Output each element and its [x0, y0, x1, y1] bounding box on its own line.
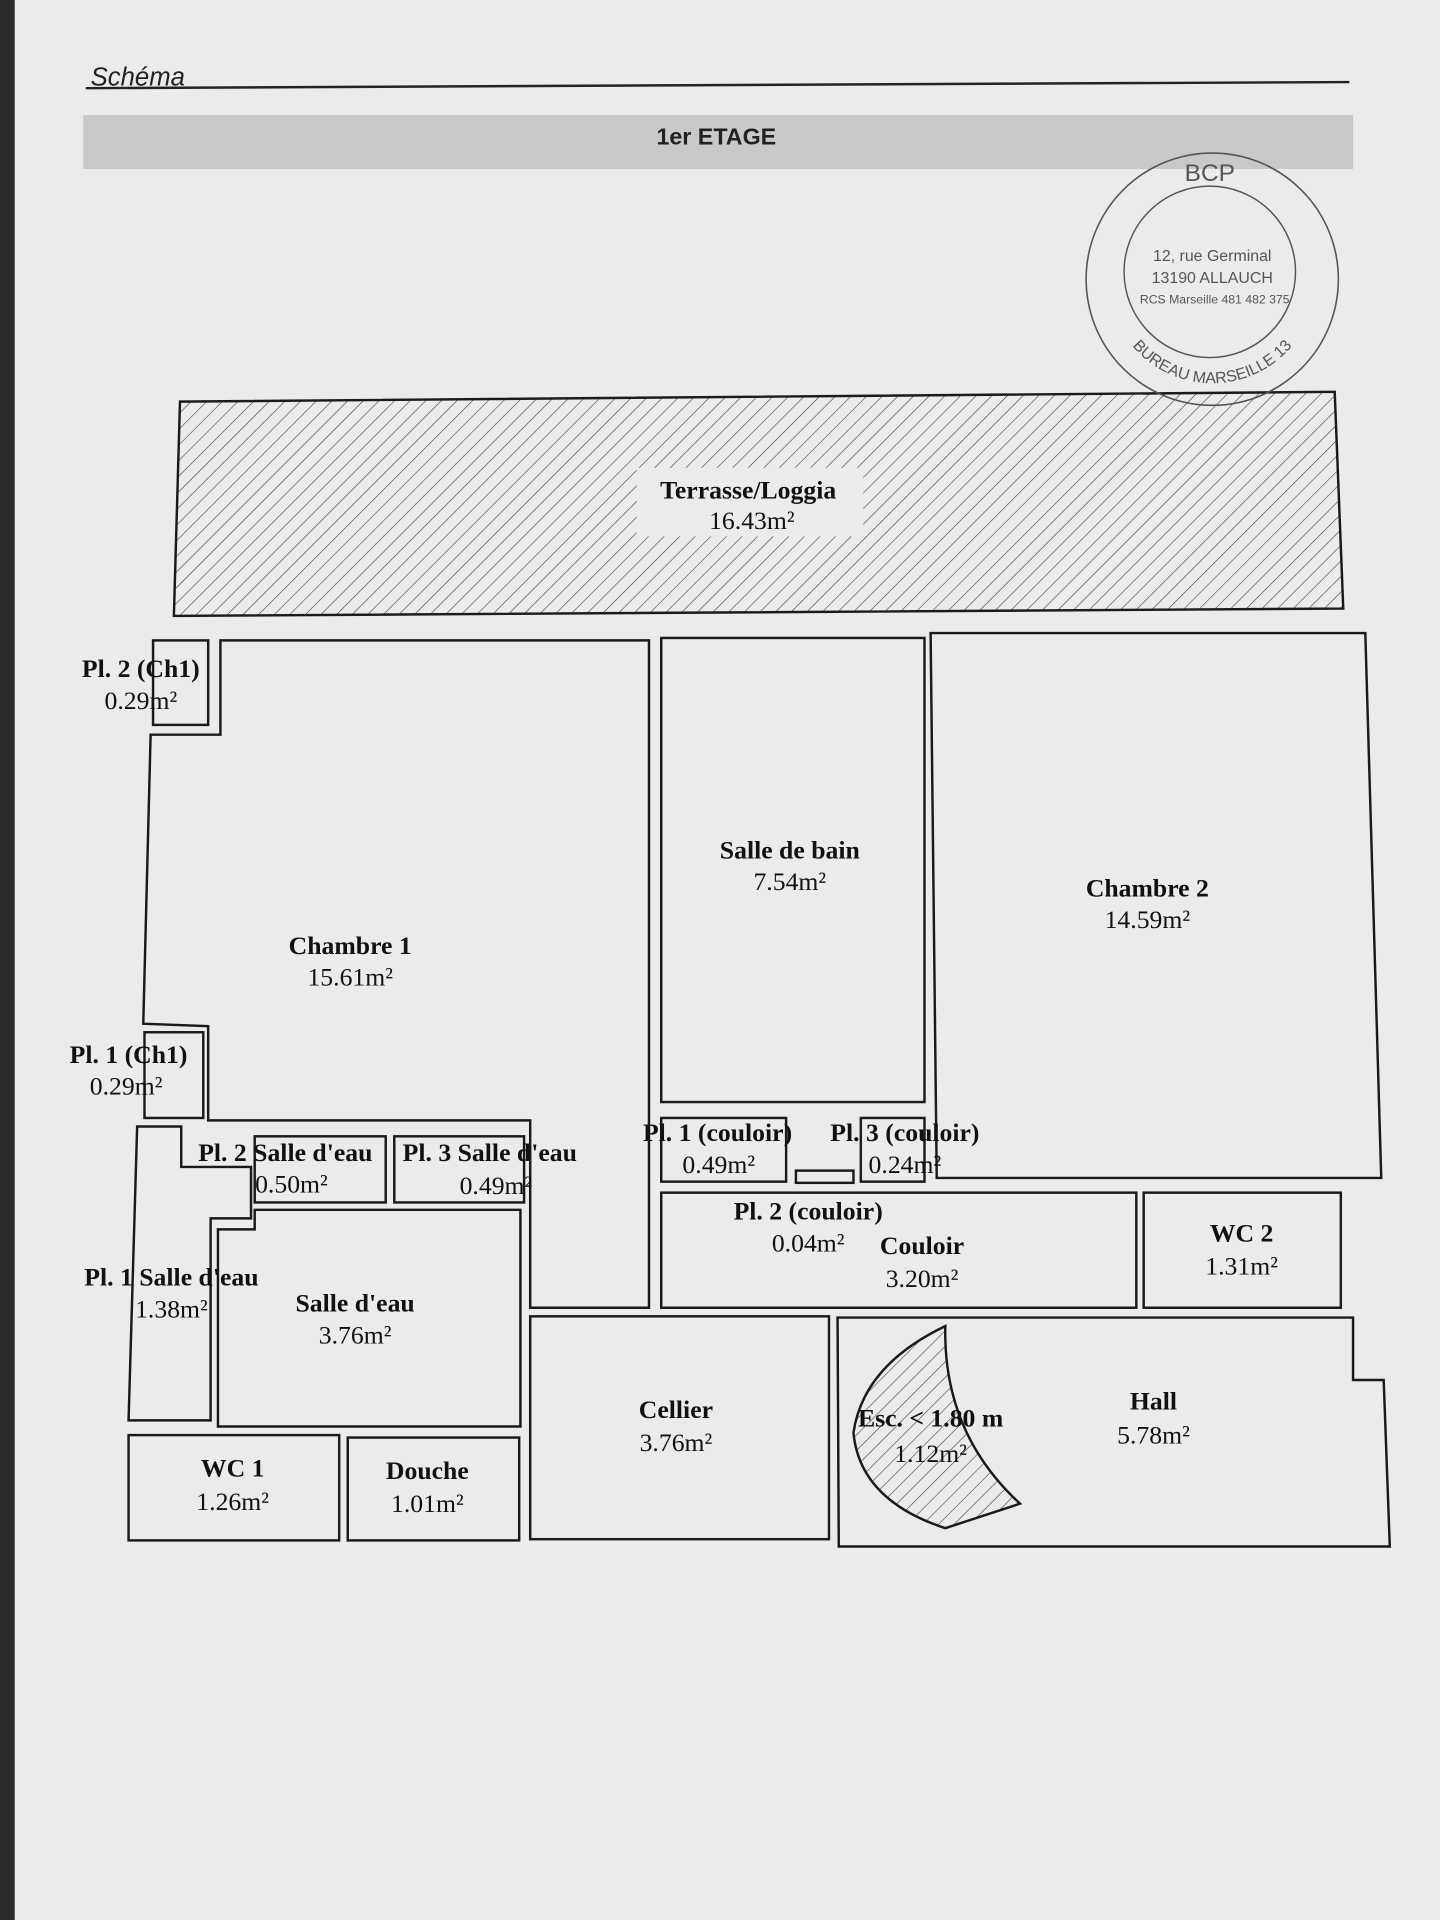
label-wc-2: WC 2 [1210, 1219, 1274, 1248]
room-pl3-couloir [859, 1116, 926, 1183]
label-escalier: Esc. < 1.80 m [858, 1404, 1003, 1433]
label-salle-de-bain: Salle de bain [720, 835, 860, 864]
room-pl2-ch1 [151, 639, 210, 727]
label-pl3-couloir: Pl. 3 (couloir) [830, 1118, 979, 1147]
area-douche: 1.01m² [391, 1489, 464, 1518]
area-pl3-couloir: 0.24m² [869, 1150, 942, 1179]
area-chambre-1: 15.61m² [307, 963, 393, 992]
room-pl1-couloir [660, 1116, 788, 1183]
room-wc-2 [1142, 1191, 1343, 1309]
area-pl2-salle-eau: 0.50m² [255, 1170, 328, 1199]
label-pl1-salle-eau: Pl. 1 Salle d'eau [84, 1263, 258, 1292]
stamp-address-1: 12, rue Germinal [1153, 248, 1271, 265]
label-pl3-salle-eau: Pl. 3 Salle d'eau [403, 1138, 577, 1167]
label-salle-eau: Salle d'eau [295, 1288, 414, 1317]
label-wc-1: WC 1 [201, 1454, 265, 1483]
label-pl2-salle-eau: Pl. 2 Salle d'eau [198, 1138, 372, 1167]
room-salle-de-bain [660, 636, 926, 1104]
area-pl1-salle-eau: 1.38m² [135, 1295, 208, 1324]
label-cellier: Cellier [639, 1395, 713, 1424]
area-terrasse: 16.43m² [709, 506, 795, 535]
label-pl1-ch1: Pl. 1 (Ch1) [70, 1040, 188, 1069]
floor-title: 1er ETAGE [656, 123, 776, 149]
stamp-registration: RCS Marseille 481 482 375 [1140, 293, 1290, 307]
label-douche: Douche [386, 1456, 469, 1485]
area-salle-de-bain: 7.54m² [753, 867, 826, 896]
area-wc-1: 1.26m² [196, 1487, 269, 1516]
room-pl2-salle-eau [253, 1135, 387, 1204]
room-chambre-2 [929, 631, 1383, 1180]
label-pl2-couloir: Pl. 2 (couloir) [734, 1197, 883, 1226]
area-chambre-2: 14.59m² [1105, 905, 1191, 934]
area-wc-2: 1.31m² [1205, 1252, 1278, 1281]
area-pl2-couloir: 0.04m² [772, 1228, 845, 1257]
header-rule [85, 80, 1350, 90]
area-hall: 5.78m² [1117, 1421, 1190, 1450]
area-cellier: 3.76m² [640, 1428, 713, 1457]
room-hall [836, 1316, 1392, 1548]
stamp-brand: BCP [1185, 160, 1235, 187]
room-chambre-1 [142, 639, 651, 1309]
label-chambre-2: Chambre 2 [1086, 873, 1209, 902]
area-escalier: 1.12m² [894, 1439, 967, 1468]
label-hall: Hall [1130, 1386, 1177, 1415]
room-salle-eau [216, 1208, 522, 1428]
room-pl1-ch1 [143, 1031, 205, 1120]
area-pl1-ch1: 0.29m² [90, 1072, 163, 1101]
room-pl2-couloir [794, 1169, 855, 1185]
room-pl3-salle-eau [393, 1135, 526, 1204]
area-couloir: 3.20m² [886, 1264, 959, 1293]
area-pl3-salle-eau: 0.49m² [460, 1171, 533, 1200]
area-salle-eau: 3.76m² [319, 1320, 392, 1349]
label-terrasse: Terrasse/Loggia [660, 475, 836, 504]
area-pl1-couloir: 0.49m² [682, 1150, 755, 1179]
room-pl1-salle-eau [127, 1125, 253, 1422]
label-pl1-couloir: Pl. 1 (couloir) [643, 1118, 792, 1147]
room-wc-1 [127, 1433, 341, 1542]
stamp-address-2: 13190 ALLAUCH [1152, 270, 1273, 287]
room-cellier [528, 1315, 831, 1541]
room-escalier [852, 1324, 1023, 1530]
room-couloir [660, 1191, 1138, 1309]
label-couloir: Couloir [880, 1231, 964, 1260]
label-chambre-1: Chambre 1 [289, 931, 412, 960]
area-pl2-ch1: 0.29m² [104, 686, 177, 715]
floor-banner [83, 115, 1354, 169]
room-douche [346, 1436, 521, 1542]
label-pl2-ch1: Pl. 2 (Ch1) [82, 654, 200, 683]
page-edge [0, 0, 15, 1920]
